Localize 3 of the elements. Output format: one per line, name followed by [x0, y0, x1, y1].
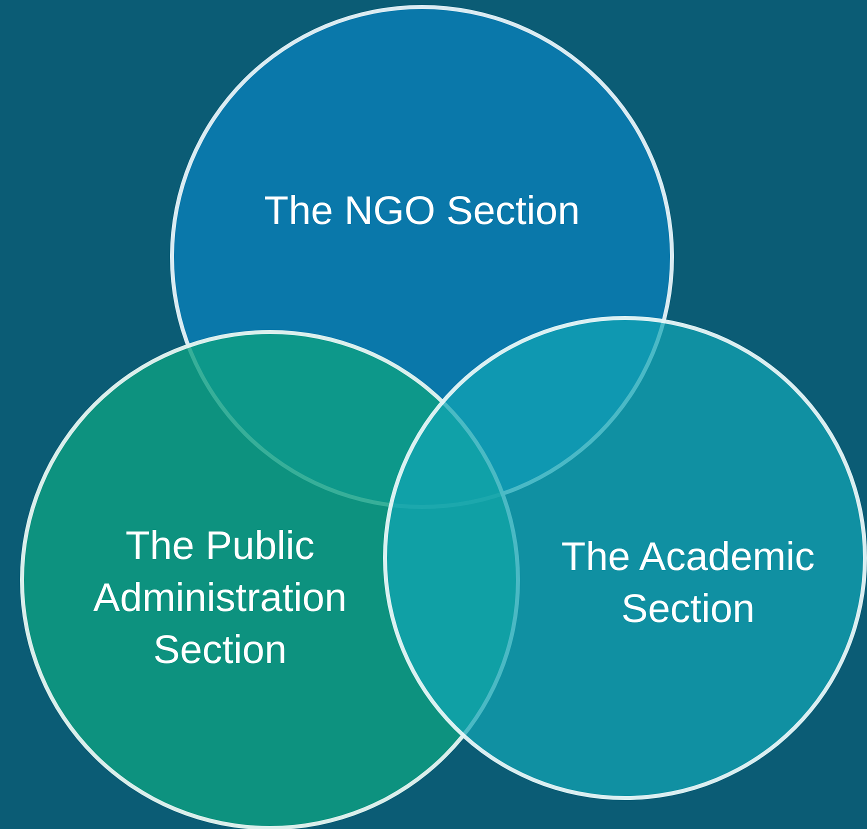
circle-label: The NGO Section [263, 188, 581, 235]
circle-label: The Public Administration Section [92, 523, 348, 674]
circle-label: The Academic Section [560, 534, 816, 633]
